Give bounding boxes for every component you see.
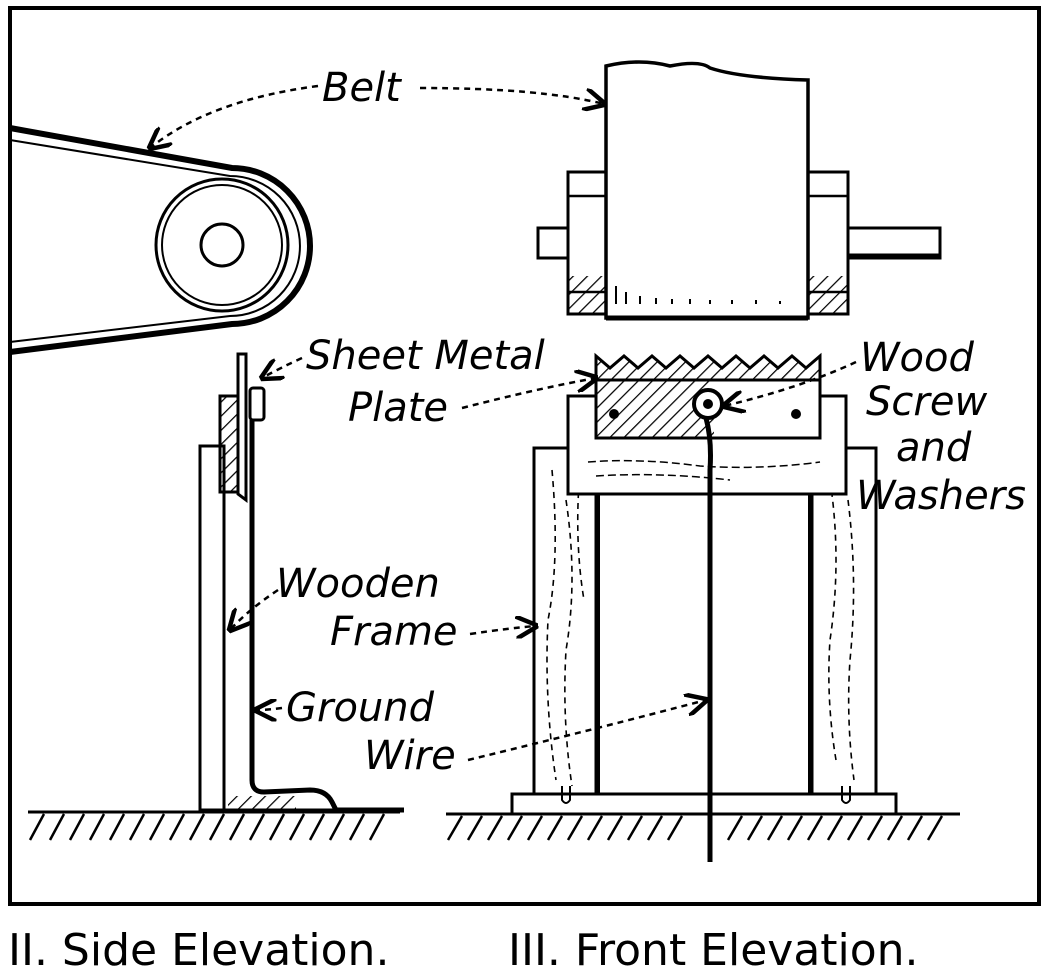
label-wood-screw-line4: Washers xyxy=(856,473,1026,519)
front-belt-and-pulley xyxy=(536,60,942,321)
arrow-wooden-frame-side xyxy=(230,588,279,630)
label-belt: Belt xyxy=(322,65,401,111)
label-wood-screw-line2: Screw xyxy=(866,379,988,425)
arrow-wood-screw xyxy=(724,360,857,406)
arrow-sheet-metal-side xyxy=(262,356,303,378)
caption-front-elevation: III. Front Elevation. xyxy=(508,925,919,976)
label-wooden-frame-line1: Wooden xyxy=(276,561,440,607)
label-wood-screw-line1: Wood xyxy=(860,335,974,381)
arrow-belt-side xyxy=(150,84,319,148)
figure-border xyxy=(8,6,1041,906)
label-sheet-metal-plate-line2: Plate xyxy=(348,385,449,431)
label-wooden-frame-line2: Frame xyxy=(330,609,458,655)
front-elevation-assembly xyxy=(446,352,960,862)
arrow-sheet-metal-front xyxy=(461,378,596,410)
arrow-ground-wire-side xyxy=(256,708,283,710)
label-sheet-metal-plate-line1: Sheet Metal xyxy=(306,333,545,379)
leader-arrows xyxy=(150,84,857,762)
side-elevation-assembly xyxy=(28,352,404,841)
caption-side-elevation: II. Side Elevation. xyxy=(8,925,390,976)
arrow-wooden-frame-front xyxy=(469,626,536,634)
label-ground-wire-line1: Ground xyxy=(286,685,435,731)
label-ground-wire-line2: Wire xyxy=(364,733,456,779)
arrow-ground-wire-front xyxy=(467,700,706,762)
arrow-belt-front xyxy=(419,86,604,104)
side-belt-and-pulley xyxy=(9,125,313,355)
label-wood-screw-line3: and xyxy=(896,425,972,471)
